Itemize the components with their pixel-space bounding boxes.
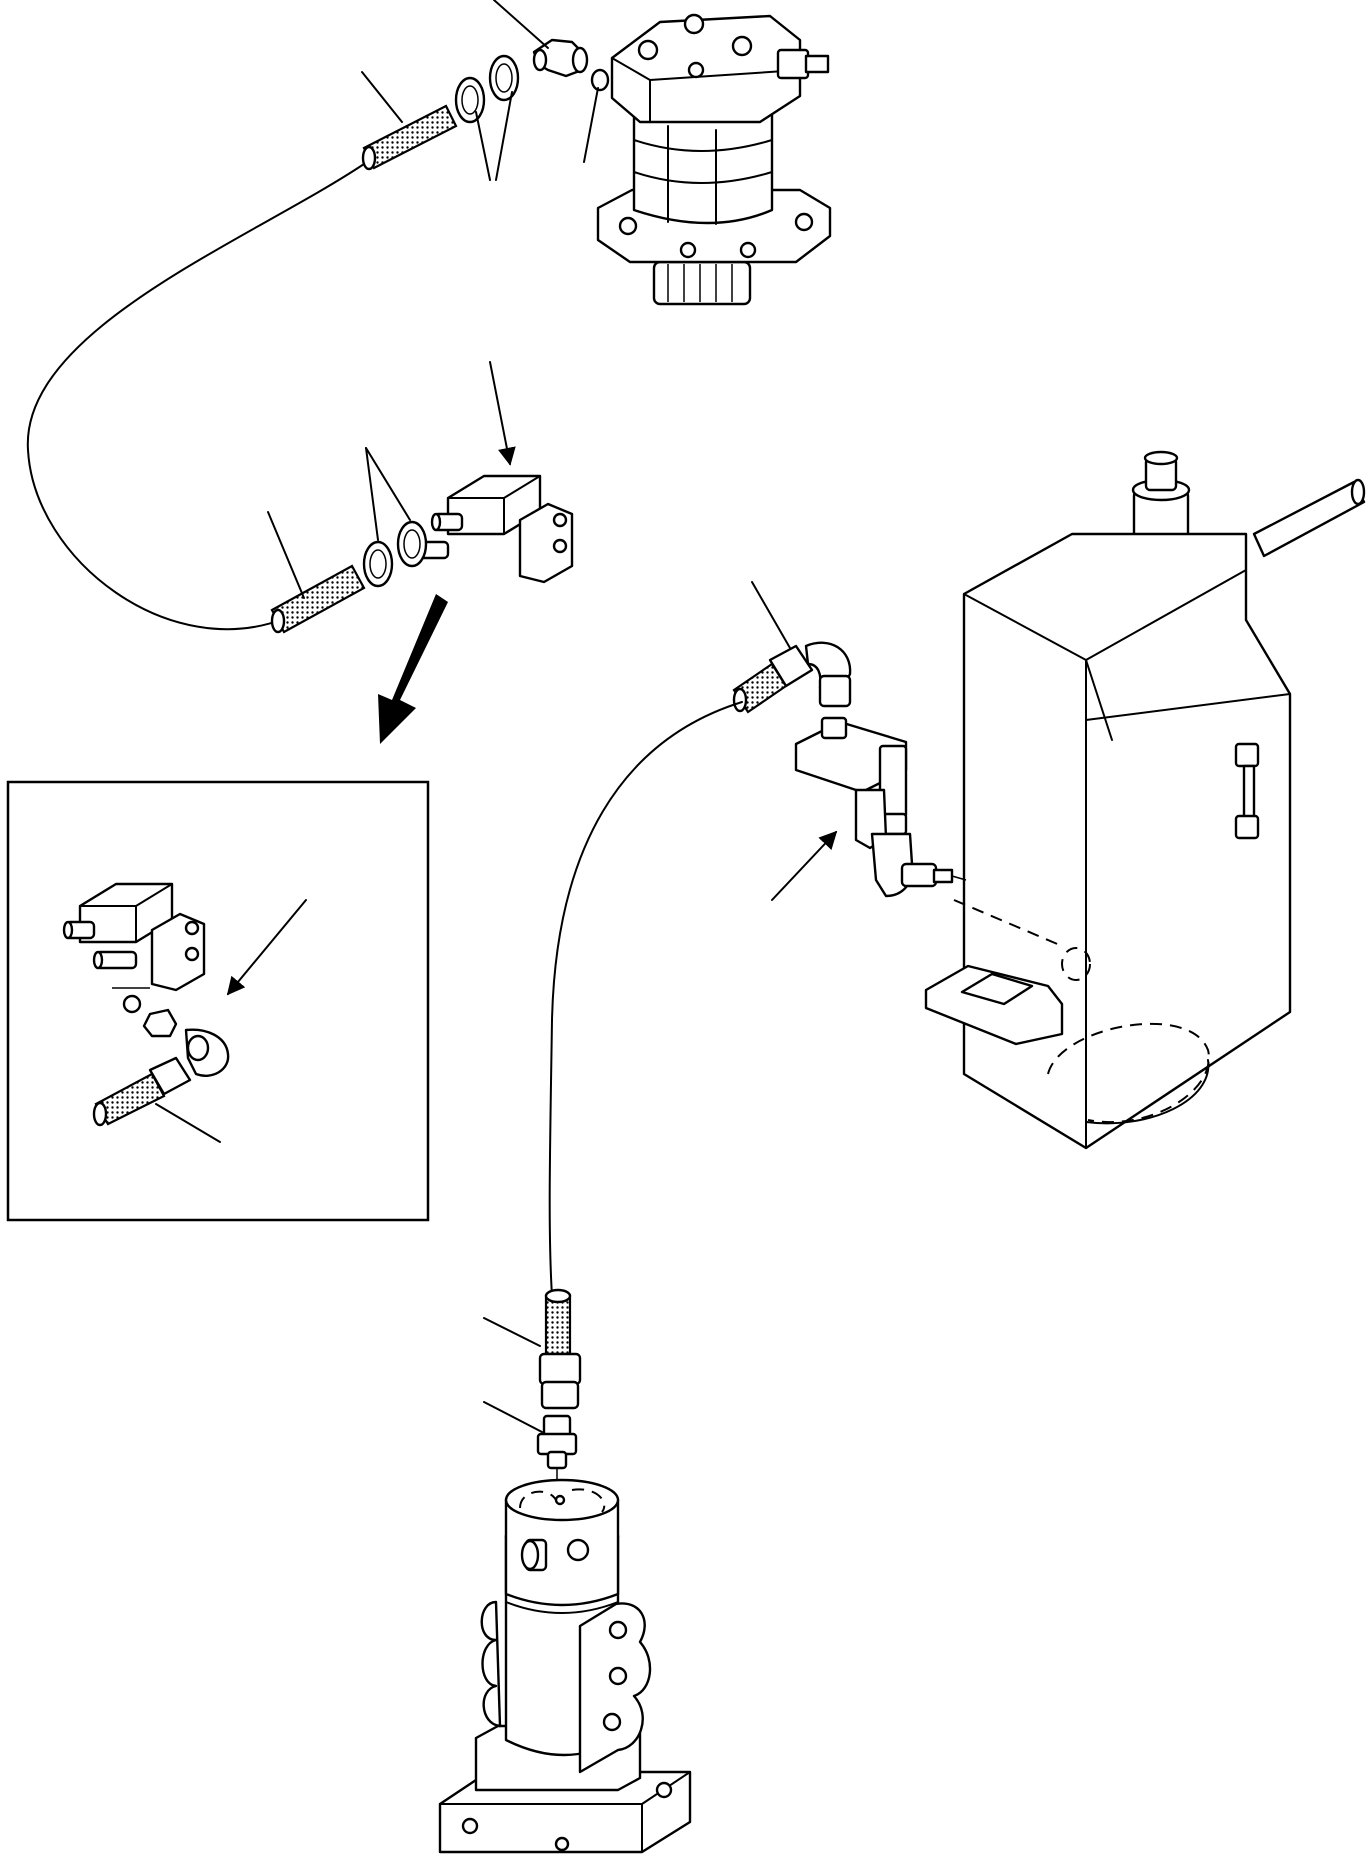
swivel-joint [438, 1478, 692, 1854]
hose-end-top [361, 104, 458, 171]
swing-motor [596, 13, 832, 306]
tank-pipe-assembly [794, 716, 967, 898]
leader-line [483, 1317, 541, 1347]
leader-line [483, 1401, 543, 1433]
swivel-hose-end [538, 1288, 582, 1410]
hose-line-left [26, 163, 365, 630]
leader-line [751, 581, 791, 649]
detail-arrow [378, 594, 448, 744]
leader-line [493, 0, 549, 49]
leader-line [267, 511, 305, 599]
hose-clamps-top [454, 54, 520, 124]
leader-line [475, 111, 491, 181]
hose-line-right [548, 701, 743, 1297]
leader-line [365, 447, 379, 541]
swivel-adapter [536, 1414, 578, 1470]
leader-line [583, 87, 599, 163]
hose-end-middle [270, 564, 366, 634]
hose-clamps-middle [362, 520, 428, 588]
elbow-hose-end-right [732, 641, 852, 714]
leader-line [771, 830, 838, 901]
leader-line [365, 447, 411, 521]
elbow-fitting-top [532, 38, 589, 78]
inset-detail [6, 780, 430, 1222]
leader-line [495, 91, 513, 181]
tee-block [404, 474, 574, 584]
leader-line [361, 71, 403, 123]
o-ring-top [590, 68, 610, 92]
leader-line [489, 361, 516, 466]
hydraulic-tank [924, 450, 1366, 1150]
